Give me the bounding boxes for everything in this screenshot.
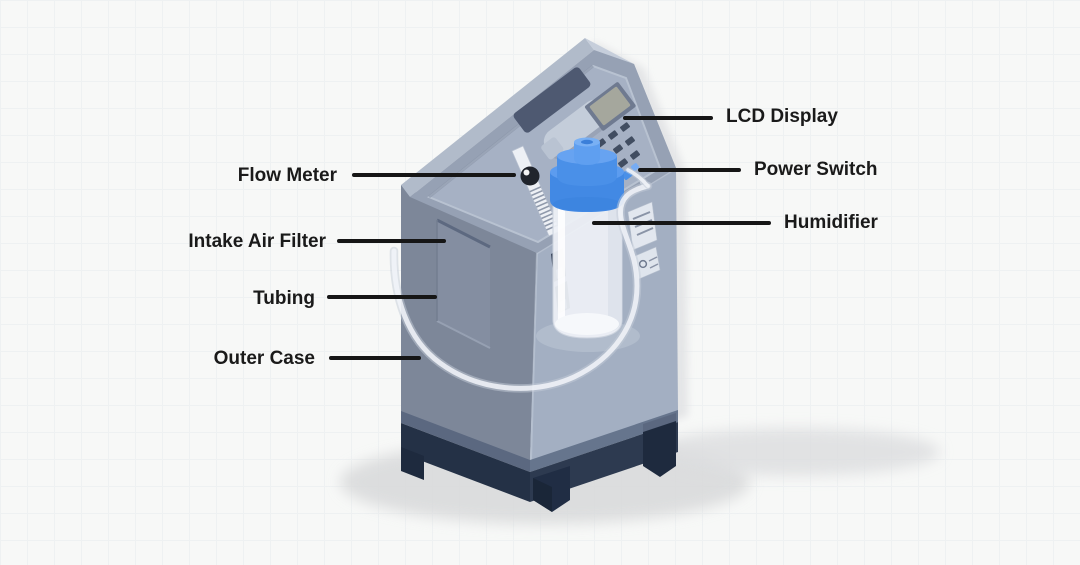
tubing-hose <box>389 167 653 393</box>
leader-tubing <box>327 295 437 299</box>
label-flow-meter: Flow Meter <box>237 165 337 186</box>
label-intake-air-filter: Intake Air Filter <box>188 231 326 252</box>
lcd-display-screen <box>585 82 636 131</box>
leader-intake-air-filter <box>337 239 446 243</box>
humidifier-bottle <box>552 199 623 339</box>
humidifier-cap <box>550 137 624 212</box>
leader-power-switch <box>638 168 741 172</box>
leader-humidifier <box>592 221 771 225</box>
spec-stickers <box>627 201 661 280</box>
leader-flow-meter <box>352 173 516 177</box>
label-lcd-display: LCD Display <box>726 106 838 127</box>
intake-air-filter-panel <box>436 218 491 349</box>
label-outer-case: Outer Case <box>213 348 315 369</box>
leader-outer-case <box>329 356 421 360</box>
label-tubing: Tubing <box>253 288 315 309</box>
control-buttons <box>596 122 640 176</box>
leader-lcd-display <box>623 116 713 120</box>
label-power-switch: Power Switch <box>754 159 878 180</box>
label-humidifier: Humidifier <box>784 212 878 233</box>
base-and-casters <box>401 410 678 512</box>
